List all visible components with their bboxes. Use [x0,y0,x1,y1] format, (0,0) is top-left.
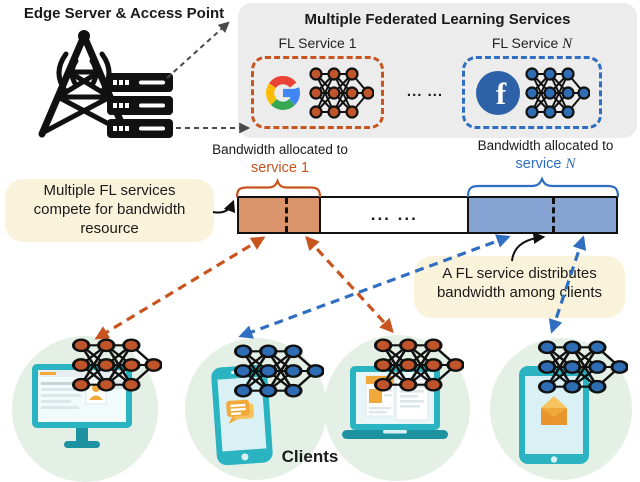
edge-server-title: Edge Server & Access Point [23,5,225,22]
neural-network-icon [70,336,162,394]
client-desktop [12,336,158,482]
services-panel-title: Multiple Federated Learning Services [304,11,571,28]
bandwidth-segment-middle: ... ... [321,198,468,232]
bandwidth-label-service-1: Bandwidth allocated to service 1 [195,141,365,177]
service1-client1-arrow [94,236,266,340]
bandwidth-segment-service-n [467,198,616,232]
bandwidth-left-line1: Bandwidth allocated to [212,142,348,157]
radio-tower-and-server-icon [38,30,173,138]
service1-client3-arrow [305,235,394,334]
bandwidth-right-line2: service N [458,155,633,175]
service-n-brace [466,176,620,198]
fl-service-n-symbol: N [562,36,573,52]
radio-tower-icon [38,30,130,138]
note-line: Multiple FL services [43,182,176,199]
bandwidth-label-service-n: Bandwidth allocated to service N [458,137,633,174]
fl-service-n-box: f [462,56,602,129]
client-laptop [324,335,470,481]
neural-network-icon [524,65,590,121]
note-line: A FL service distributes [442,265,597,282]
bandwidth-right-prefix: service [515,155,566,172]
neural-network-icon [536,338,628,396]
client-tablet [490,338,632,480]
note-line: resource [80,219,139,237]
note-line: compete for bandwidth [33,200,186,218]
client-split-divider [285,198,288,232]
neural-network-icon [372,336,464,394]
neural-network-icon [308,65,374,121]
note-line: bandwidth among clients [436,283,603,301]
bandwidth-segment-service-1 [239,198,322,232]
facebook-logo-icon: f [475,70,520,115]
fl-service-n-prefix: FL Service [491,35,563,51]
clients-label: Clients [281,447,339,466]
note-compete-bandwidth: Multiple FL services compete for bandwid… [5,179,214,242]
bandwidth-right-line1: Bandwidth allocated to [477,138,614,153]
bandwidth-right-symbol: N [565,155,576,172]
fl-service-n-label: FL Service N [462,35,602,53]
bandwidth-left-line2: service 1 [250,159,310,176]
facebook-letter: f [495,76,506,111]
note-left-pointer-arrow [212,199,236,214]
bandwidth-bar: ... ... [237,196,618,234]
client-split-divider [552,198,556,232]
google-logo-icon [266,75,300,110]
federated-services-panel: Multiple Federated Learning Services FL … [238,3,637,138]
note-distribute-bandwidth: A FL service distributes bandwidth among… [414,256,625,318]
fl-service-1-label: FL Service 1 [278,35,357,51]
services-ellipsis: ... ... [406,83,444,100]
server-stack-icon [107,73,173,138]
fl-service-1-box [251,56,384,129]
service-1-brace [235,177,322,198]
laptop-icon [342,366,448,439]
bar-ellipsis: ... ... [370,205,418,224]
client-smartphone [185,338,327,480]
neural-network-icon [232,342,324,400]
